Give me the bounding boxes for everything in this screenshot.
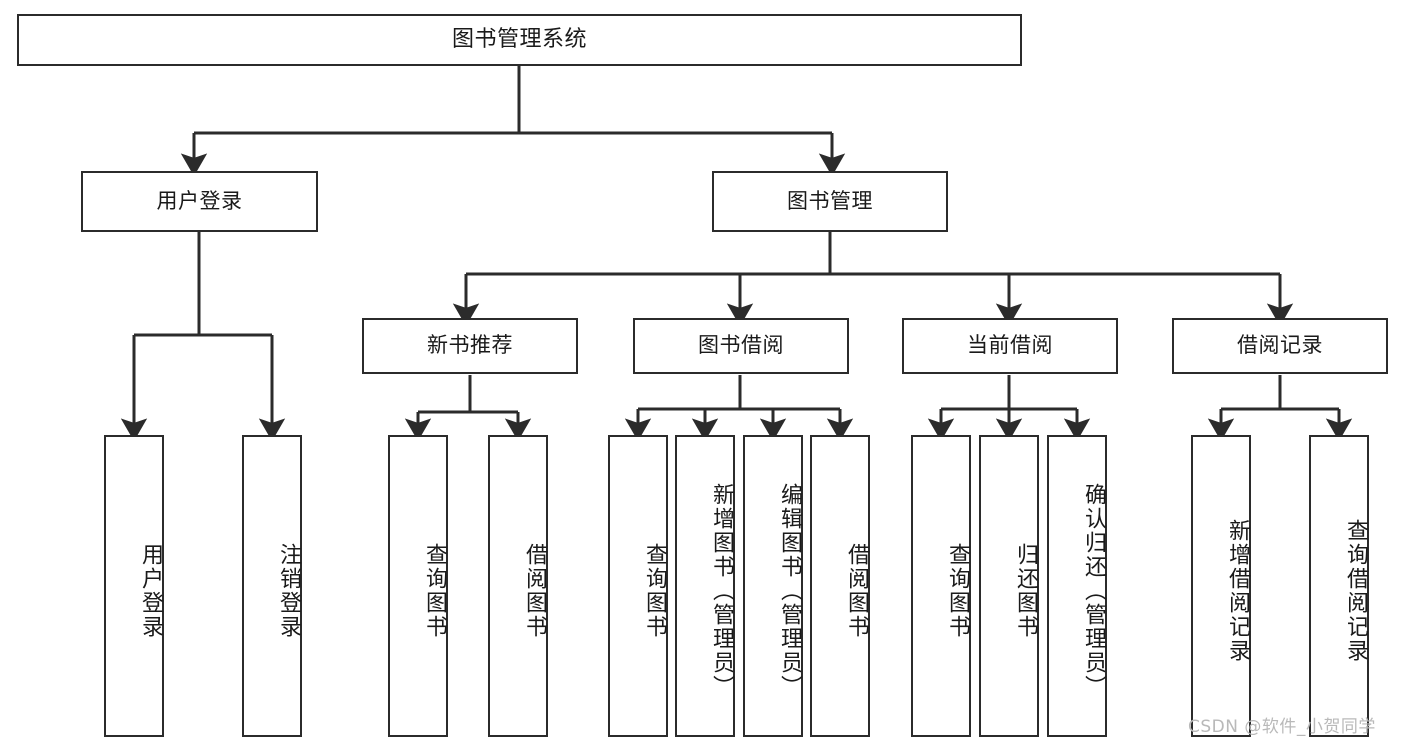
node-label: 图书管理系统 — [451, 26, 587, 52]
node-label: 注销登录 — [276, 543, 301, 639]
node-leaf-user-login[interactable]: 用户登录 — [104, 435, 164, 737]
node-label: 查询借阅记录 — [1343, 519, 1368, 663]
node-book-management[interactable]: 图书管理 — [712, 171, 948, 232]
node-label: 借阅图书 — [522, 543, 547, 639]
node-new-book-recommend[interactable]: 新书推荐 — [362, 318, 578, 374]
node-label: 确认归还（管理员） — [1081, 483, 1106, 699]
node-label: 查询图书 — [422, 543, 447, 639]
node-label: 当前借阅 — [967, 333, 1053, 358]
node-leaf-borrow-book-recommend[interactable]: 借阅图书 — [488, 435, 548, 737]
node-label: 图书管理 — [787, 188, 873, 213]
node-leaf-borrow-book[interactable]: 借阅图书 — [810, 435, 870, 737]
node-user-login[interactable]: 用户登录 — [81, 171, 318, 232]
node-label: 图书借阅 — [698, 333, 784, 358]
node-label: 用户登录 — [138, 543, 163, 639]
node-label: 查询图书 — [642, 543, 667, 639]
node-leaf-add-borrow-record[interactable]: 新增借阅记录 — [1191, 435, 1251, 737]
node-label: 归还图书 — [1013, 543, 1038, 639]
node-leaf-add-book[interactable]: 新增图书（管理员） — [675, 435, 735, 737]
node-book-borrow[interactable]: 图书借阅 — [633, 318, 849, 374]
node-leaf-query-book-recommend[interactable]: 查询图书 — [388, 435, 448, 737]
node-label: 用户登录 — [156, 188, 243, 213]
node-root-book-management-system[interactable]: 图书管理系统 — [17, 14, 1022, 66]
node-leaf-query-book-borrow[interactable]: 查询图书 — [608, 435, 668, 737]
node-label: 新增借阅记录 — [1225, 519, 1250, 663]
node-current-borrow[interactable]: 当前借阅 — [902, 318, 1118, 374]
node-label: 借阅图书 — [844, 543, 869, 639]
node-label: 查询图书 — [945, 543, 970, 639]
node-label: 借阅记录 — [1237, 333, 1323, 358]
node-leaf-query-book-current[interactable]: 查询图书 — [911, 435, 971, 737]
node-borrow-record[interactable]: 借阅记录 — [1172, 318, 1388, 374]
watermark-text: CSDN @软件_小贺同学 — [1188, 717, 1376, 737]
node-label: 新增图书（管理员） — [709, 483, 734, 699]
node-leaf-return-book[interactable]: 归还图书 — [979, 435, 1039, 737]
node-label: 编辑图书（管理员） — [777, 483, 802, 699]
node-leaf-user-logout[interactable]: 注销登录 — [242, 435, 302, 737]
node-leaf-confirm-return[interactable]: 确认归还（管理员） — [1047, 435, 1107, 737]
node-leaf-edit-book[interactable]: 编辑图书（管理员） — [743, 435, 803, 737]
node-label: 新书推荐 — [427, 333, 513, 358]
node-leaf-query-borrow-record[interactable]: 查询借阅记录 — [1309, 435, 1369, 737]
